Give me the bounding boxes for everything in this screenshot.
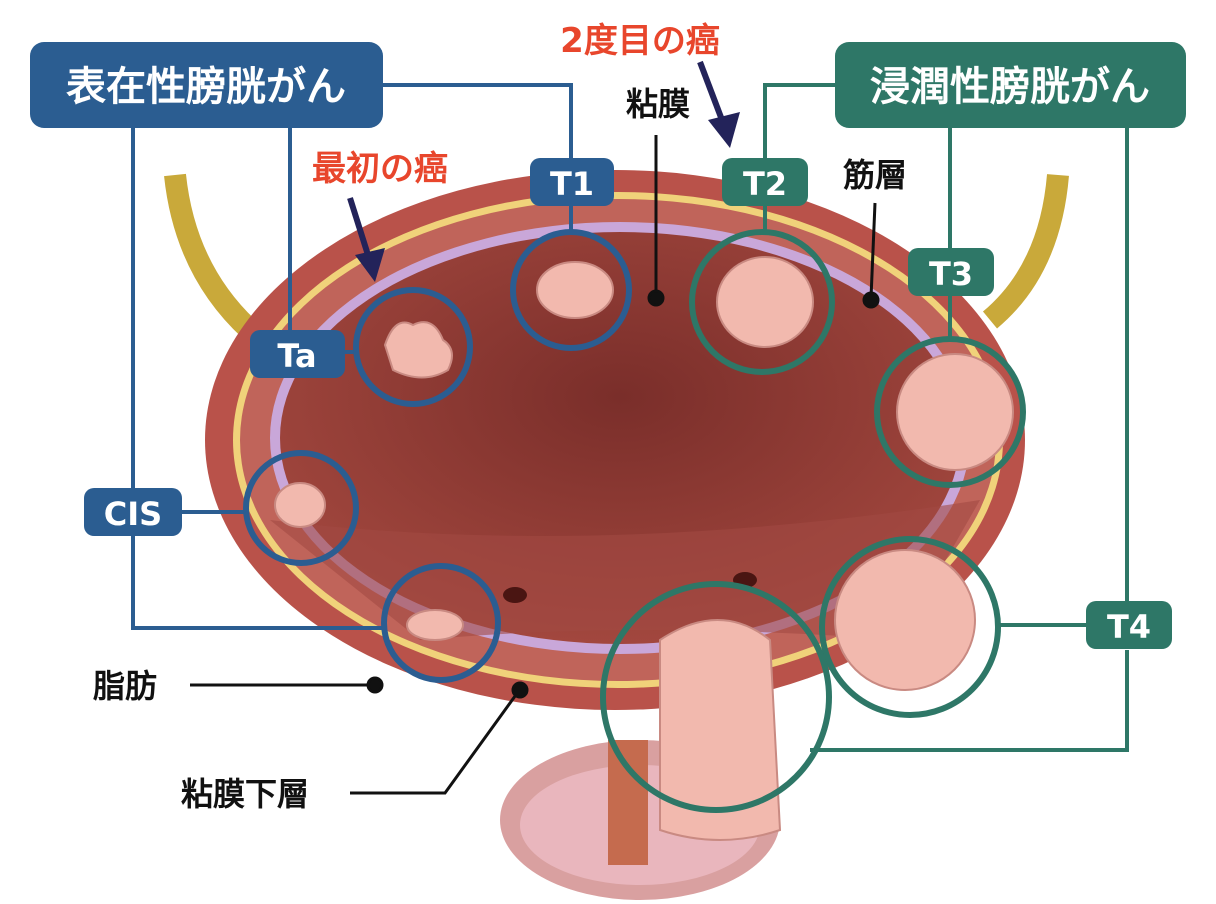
svg-text:T2: T2 <box>743 165 787 203</box>
svg-text:T1: T1 <box>550 165 594 203</box>
t2-circle <box>689 229 835 375</box>
invasive-circles <box>600 229 1026 813</box>
arrow-icon <box>347 197 385 282</box>
svg-text:Ta: Ta <box>277 337 316 375</box>
ta-circle <box>353 287 473 407</box>
invasive-title-box: 浸潤性膀胱がん <box>835 42 1186 128</box>
t3-circle <box>874 336 1026 488</box>
superficial-title-box: 表在性膀胱がん <box>30 42 383 128</box>
svg-text:CIS: CIS <box>104 495 162 533</box>
submucosa-circle <box>381 563 501 683</box>
stage-t1: T1 <box>530 158 614 206</box>
svg-text:T4: T4 <box>1107 608 1151 646</box>
tumours <box>274 256 1014 841</box>
t1-circle <box>510 229 632 351</box>
stage-t3: T3 <box>908 248 994 296</box>
cis-circle <box>243 450 359 566</box>
svg-text:T3: T3 <box>929 255 973 293</box>
t4-circle-right <box>819 536 1001 718</box>
stage-ta: Ta <box>250 330 345 378</box>
left-ureter <box>164 173 258 339</box>
second-cancer-label: 2度目の癌 <box>560 21 720 61</box>
invasive-connectors <box>763 83 1129 752</box>
submucosa-label: 粘膜下層 <box>181 775 309 813</box>
muscle-label: 筋層 <box>843 156 907 194</box>
stage-cis: CIS <box>84 488 182 536</box>
right-ureter <box>982 174 1069 329</box>
invasive-title: 浸潤性膀胱がん <box>870 64 1150 110</box>
stage-t2: T2 <box>722 158 808 206</box>
stage-t4: T4 <box>1086 601 1172 649</box>
first-cancer-label: 最初の癌 <box>312 149 448 189</box>
fat-label: 脂肪 <box>93 667 157 705</box>
layer-pointers <box>190 135 880 795</box>
mucosa-label: 粘膜 <box>626 85 690 123</box>
superficial-circles <box>243 229 632 683</box>
arrow-icon <box>697 60 740 148</box>
t4-circle-bottom <box>600 581 832 813</box>
superficial-title: 表在性膀胱がん <box>66 64 346 110</box>
